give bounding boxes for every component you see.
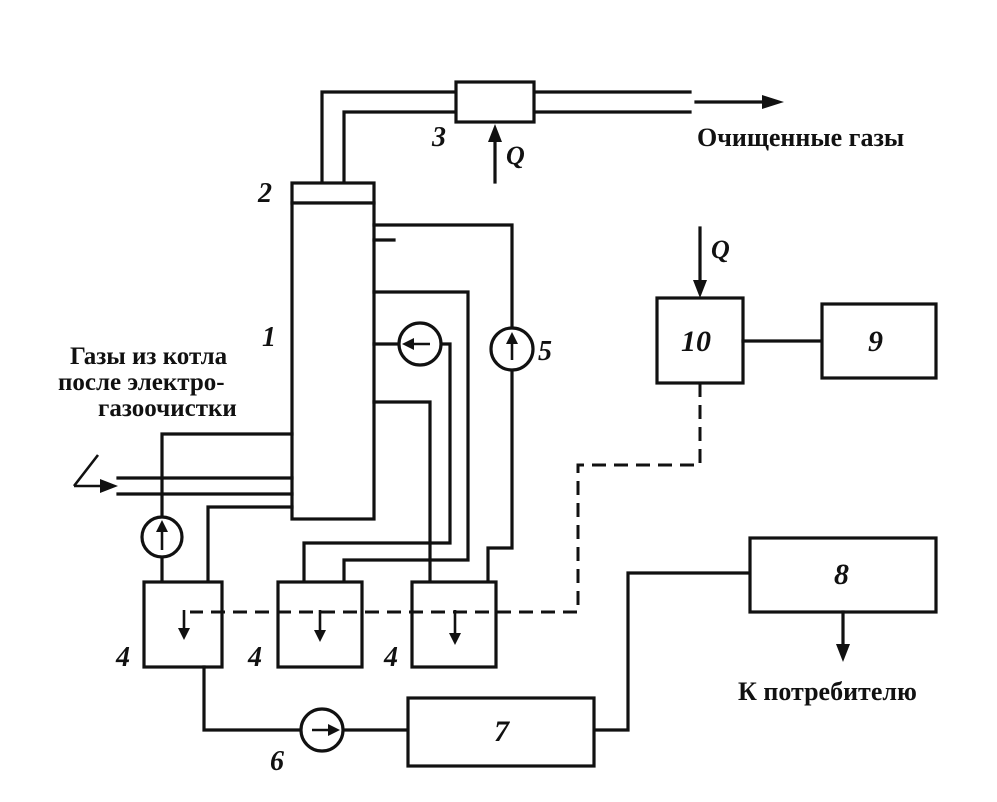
block-7 [406,696,596,768]
label-3: 3 [431,122,446,153]
label-4-left: 4 [115,642,130,673]
right-recirculation-lines [372,223,514,584]
heat-input-arrow-3 [488,124,502,184]
label-4-middle: 4 [247,642,262,673]
block-9 [820,302,938,380]
pump-5 [489,326,535,372]
heat-label-3: Q [506,141,525,170]
block-8 [748,536,938,614]
pump-middle [397,321,443,367]
flue-gas-outlet-duct [320,90,772,185]
block-7-label: 7 [494,715,510,748]
column-head-2 [290,181,376,205]
to-consumer-caption: К потребителю [738,677,917,706]
label-5: 5 [538,336,552,367]
heat-input-arrow-10 [693,226,707,298]
product-line [202,571,752,732]
block-8-label: 8 [834,558,849,591]
label-6: 6 [270,746,284,777]
heat-exchanger-3 [454,80,536,124]
clean-gases-arrowhead [762,95,784,109]
inlet-arrowhead [100,479,118,493]
block-10-label: 10 [681,325,711,358]
middle-recirculation-lines [302,290,470,584]
label-4-right: 4 [383,642,398,673]
inlet-caption-line2: после электро- [58,369,225,396]
inlet-caption-line3: газоочистки [98,395,237,422]
label-1: 1 [262,322,276,353]
block-9-label: 9 [868,325,883,358]
control-signal-line [190,383,702,614]
to-consumer-arrow [836,610,850,662]
pump-6 [299,707,345,753]
absorber-column-1 [290,201,376,521]
label-2: 2 [257,178,272,209]
block-10 [655,296,745,385]
pump-left [140,515,184,559]
left-recirculation-lines [160,432,294,584]
clean-gases-caption: Очищенные газы [697,123,904,152]
inlet-caption-line1: Газы из котла [70,343,228,370]
heat-label-10: Q [711,235,730,264]
tank-down-arrows [178,610,461,645]
